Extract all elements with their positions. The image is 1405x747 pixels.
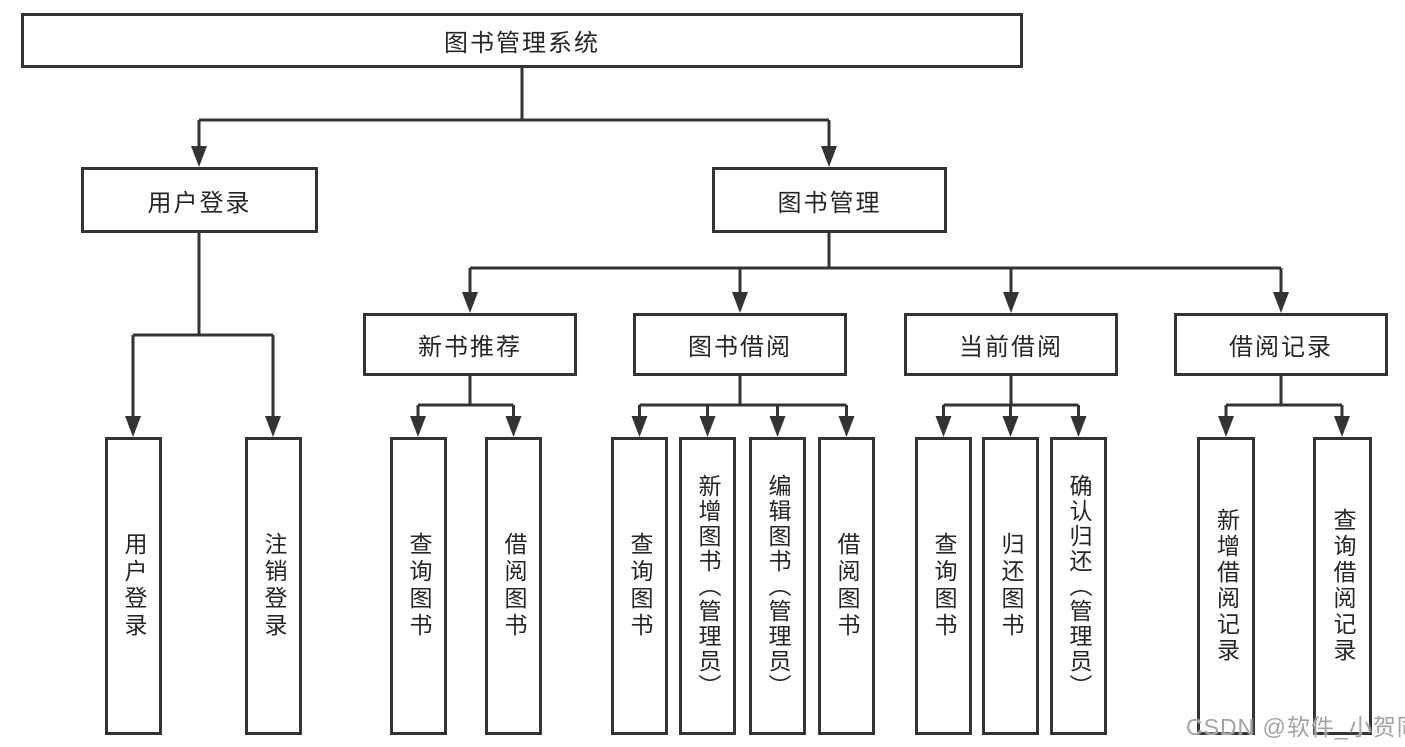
leaf-user-login: 用户登录	[105, 437, 162, 735]
node-book-borrowing: 图书借阅	[633, 313, 847, 376]
node-book-management: 图书管理	[712, 167, 947, 233]
leaf-edit-book-admin: 编辑图书（管理员）	[749, 437, 806, 735]
leaf-borrow-books-recommend: 借阅图书	[485, 437, 542, 735]
node-new-book-recommend: 新书推荐	[363, 313, 577, 376]
leaf-add-borrow-record: 新增借阅记录	[1197, 437, 1255, 735]
csdn-watermark: CSDN @软件_小贺同学	[1186, 714, 1405, 740]
leaf-query-books-borrowing: 查询图书	[611, 437, 668, 735]
arrow-down-icons	[125, 146, 1350, 437]
leaf-query-books-recommend: 查询图书	[390, 437, 447, 735]
leaf-query-borrow-record: 查询借阅记录	[1313, 437, 1372, 735]
leaf-borrow-books-borrowing: 借阅图书	[818, 437, 875, 735]
leaf-logout: 注销登录	[245, 437, 302, 735]
leaf-query-books-current: 查询图书	[915, 437, 972, 735]
leaf-return-books: 归还图书	[982, 437, 1039, 735]
node-library-management-system: 图书管理系统	[21, 13, 1023, 68]
node-borrowing-records: 借阅记录	[1174, 313, 1388, 376]
connector-paths	[131, 68, 1344, 420]
leaf-add-book-admin: 新增图书（管理员）	[679, 437, 736, 735]
node-user-login: 用户登录	[81, 167, 318, 233]
leaf-confirm-return-admin: 确认归还（管理员）	[1050, 437, 1107, 735]
node-current-borrowing: 当前借阅	[904, 313, 1118, 376]
